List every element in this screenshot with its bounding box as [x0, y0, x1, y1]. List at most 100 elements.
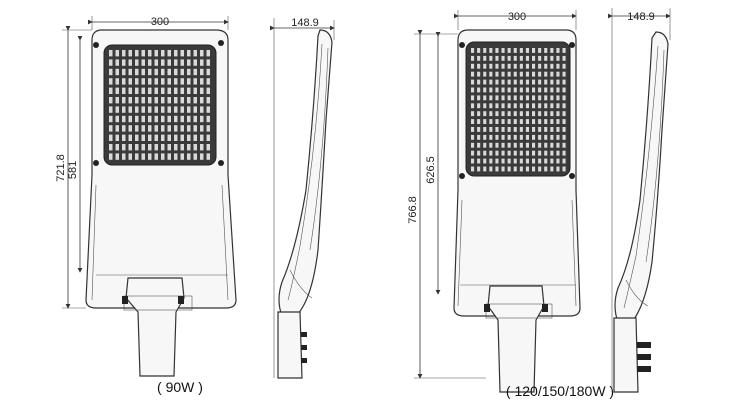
led-cell [174, 68, 178, 76]
width-label-120-180w: 300 [508, 11, 526, 23]
led-cell [148, 78, 152, 85]
led-cell [174, 78, 178, 85]
led-cell [193, 78, 197, 85]
led-cell [109, 68, 113, 76]
led-cell [187, 144, 191, 151]
led-cell [206, 78, 210, 85]
led-cell [538, 48, 542, 53]
led-cell [200, 87, 204, 94]
led-cell [489, 103, 493, 109]
led-cell [562, 63, 566, 69]
led-cell [477, 79, 481, 85]
led-cell [471, 87, 475, 93]
led-cell [154, 134, 158, 141]
led-cell [148, 50, 152, 57]
led-cell [519, 95, 523, 101]
led-cell [128, 97, 132, 104]
led-cell [180, 125, 184, 132]
led-cell [109, 50, 113, 57]
led-cell [507, 127, 511, 132]
led-cell [154, 59, 158, 66]
led-cell [206, 97, 210, 104]
led-cell [562, 134, 566, 140]
led-cell [550, 150, 554, 156]
led-cell [174, 97, 178, 104]
led-cell [513, 103, 517, 109]
led-cell [507, 103, 511, 109]
led-cell [477, 166, 481, 172]
led-cell [489, 71, 493, 77]
led-cell [128, 87, 132, 94]
led-cell [471, 48, 475, 53]
led-cell [532, 87, 536, 93]
led-cell [489, 158, 493, 164]
led-cell [483, 158, 487, 164]
led-cell [532, 103, 536, 109]
led-cell [174, 125, 178, 132]
led-cell [187, 59, 191, 66]
led-cell [109, 97, 113, 104]
led-cell [519, 87, 523, 93]
led-cell [477, 71, 481, 77]
led-cell [550, 95, 554, 101]
led-cell [544, 158, 548, 164]
led-cell [148, 97, 152, 104]
led-cell [200, 106, 204, 113]
caption-120-180w: ( 120/150/180W ) [506, 383, 614, 399]
led-cell [477, 87, 481, 93]
led-cell [525, 63, 529, 69]
led-cell [556, 150, 560, 156]
led-cell [200, 68, 204, 76]
led-cell [161, 50, 165, 57]
led-cell [180, 106, 184, 113]
led-cell [532, 63, 536, 69]
led-cell [167, 50, 171, 57]
led-cell [532, 79, 536, 85]
led-cell [495, 87, 499, 93]
led-cell [161, 78, 165, 85]
led-cell [550, 134, 554, 140]
led-cell [174, 87, 178, 94]
led-cell [519, 119, 523, 124]
led-cell [538, 150, 542, 156]
led-cell [141, 106, 145, 113]
led-cell [544, 111, 548, 117]
led-cell [167, 125, 171, 132]
panel-height-label-120-180w: 626.5 [425, 156, 437, 184]
led-cell [167, 97, 171, 104]
led-cell [495, 134, 499, 140]
led-cell [471, 119, 475, 124]
led-cell [507, 63, 511, 69]
led-cell [532, 166, 536, 172]
led-cell [525, 158, 529, 164]
led-cell [477, 111, 481, 117]
led-cell [489, 79, 493, 85]
led-cell [519, 55, 523, 61]
led-cell [556, 87, 560, 93]
led-cell [519, 166, 523, 172]
led-cell [167, 144, 171, 151]
led-cell [495, 48, 499, 53]
led-cell [562, 127, 566, 132]
led-cell [148, 134, 152, 141]
led-cell [161, 115, 165, 123]
led-cell [525, 119, 529, 124]
led-cell [109, 115, 113, 123]
led-cell [538, 127, 542, 132]
led-cell [501, 127, 505, 132]
led-cell [495, 111, 499, 117]
led-cell [161, 144, 165, 151]
led-cell [562, 150, 566, 156]
led-cell [562, 87, 566, 93]
led-cell [525, 55, 529, 61]
led-cell [187, 87, 191, 94]
led-cell [122, 106, 126, 113]
led-cell [154, 97, 158, 104]
led-cell [167, 153, 171, 160]
side-view-120-180w: 148.9 [608, 8, 671, 393]
led-cell [141, 68, 145, 76]
led-cell [489, 119, 493, 124]
led-cell [544, 63, 548, 69]
led-cell [550, 142, 554, 148]
